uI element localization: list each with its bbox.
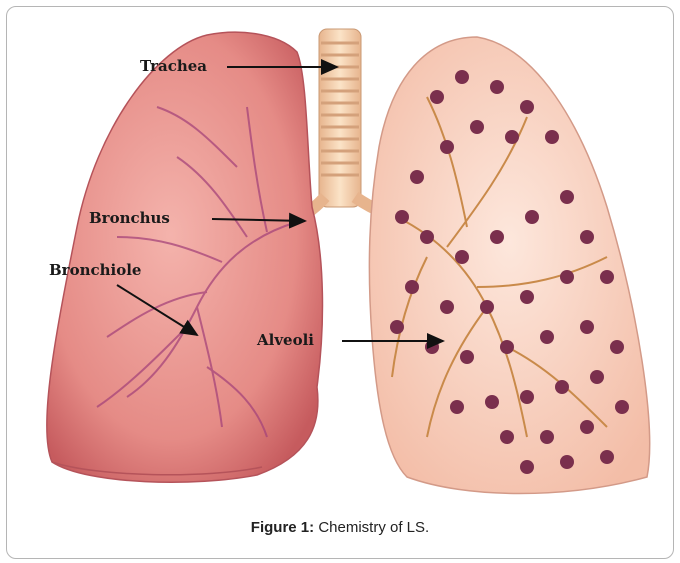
caption-text: Chemistry of LS. — [318, 519, 429, 536]
lung-anatomy-illustration: Trachea Bronchus Bronchiole Alveoli — [7, 7, 673, 502]
caption-prefix: Figure 1: — [251, 519, 314, 536]
figure-frame: Trachea Bronchus Bronchiole Alveoli Figu… — [6, 6, 674, 559]
figure-caption: Figure 1: Chemistry of LS. — [7, 519, 673, 536]
label-bronchus: Bronchus — [89, 209, 170, 227]
label-alveoli: Alveoli — [256, 331, 314, 349]
right-lung-shape — [369, 37, 649, 494]
label-trachea: Trachea — [140, 57, 207, 75]
left-lung-shape — [47, 32, 323, 482]
label-bronchiole: Bronchiole — [49, 261, 141, 279]
